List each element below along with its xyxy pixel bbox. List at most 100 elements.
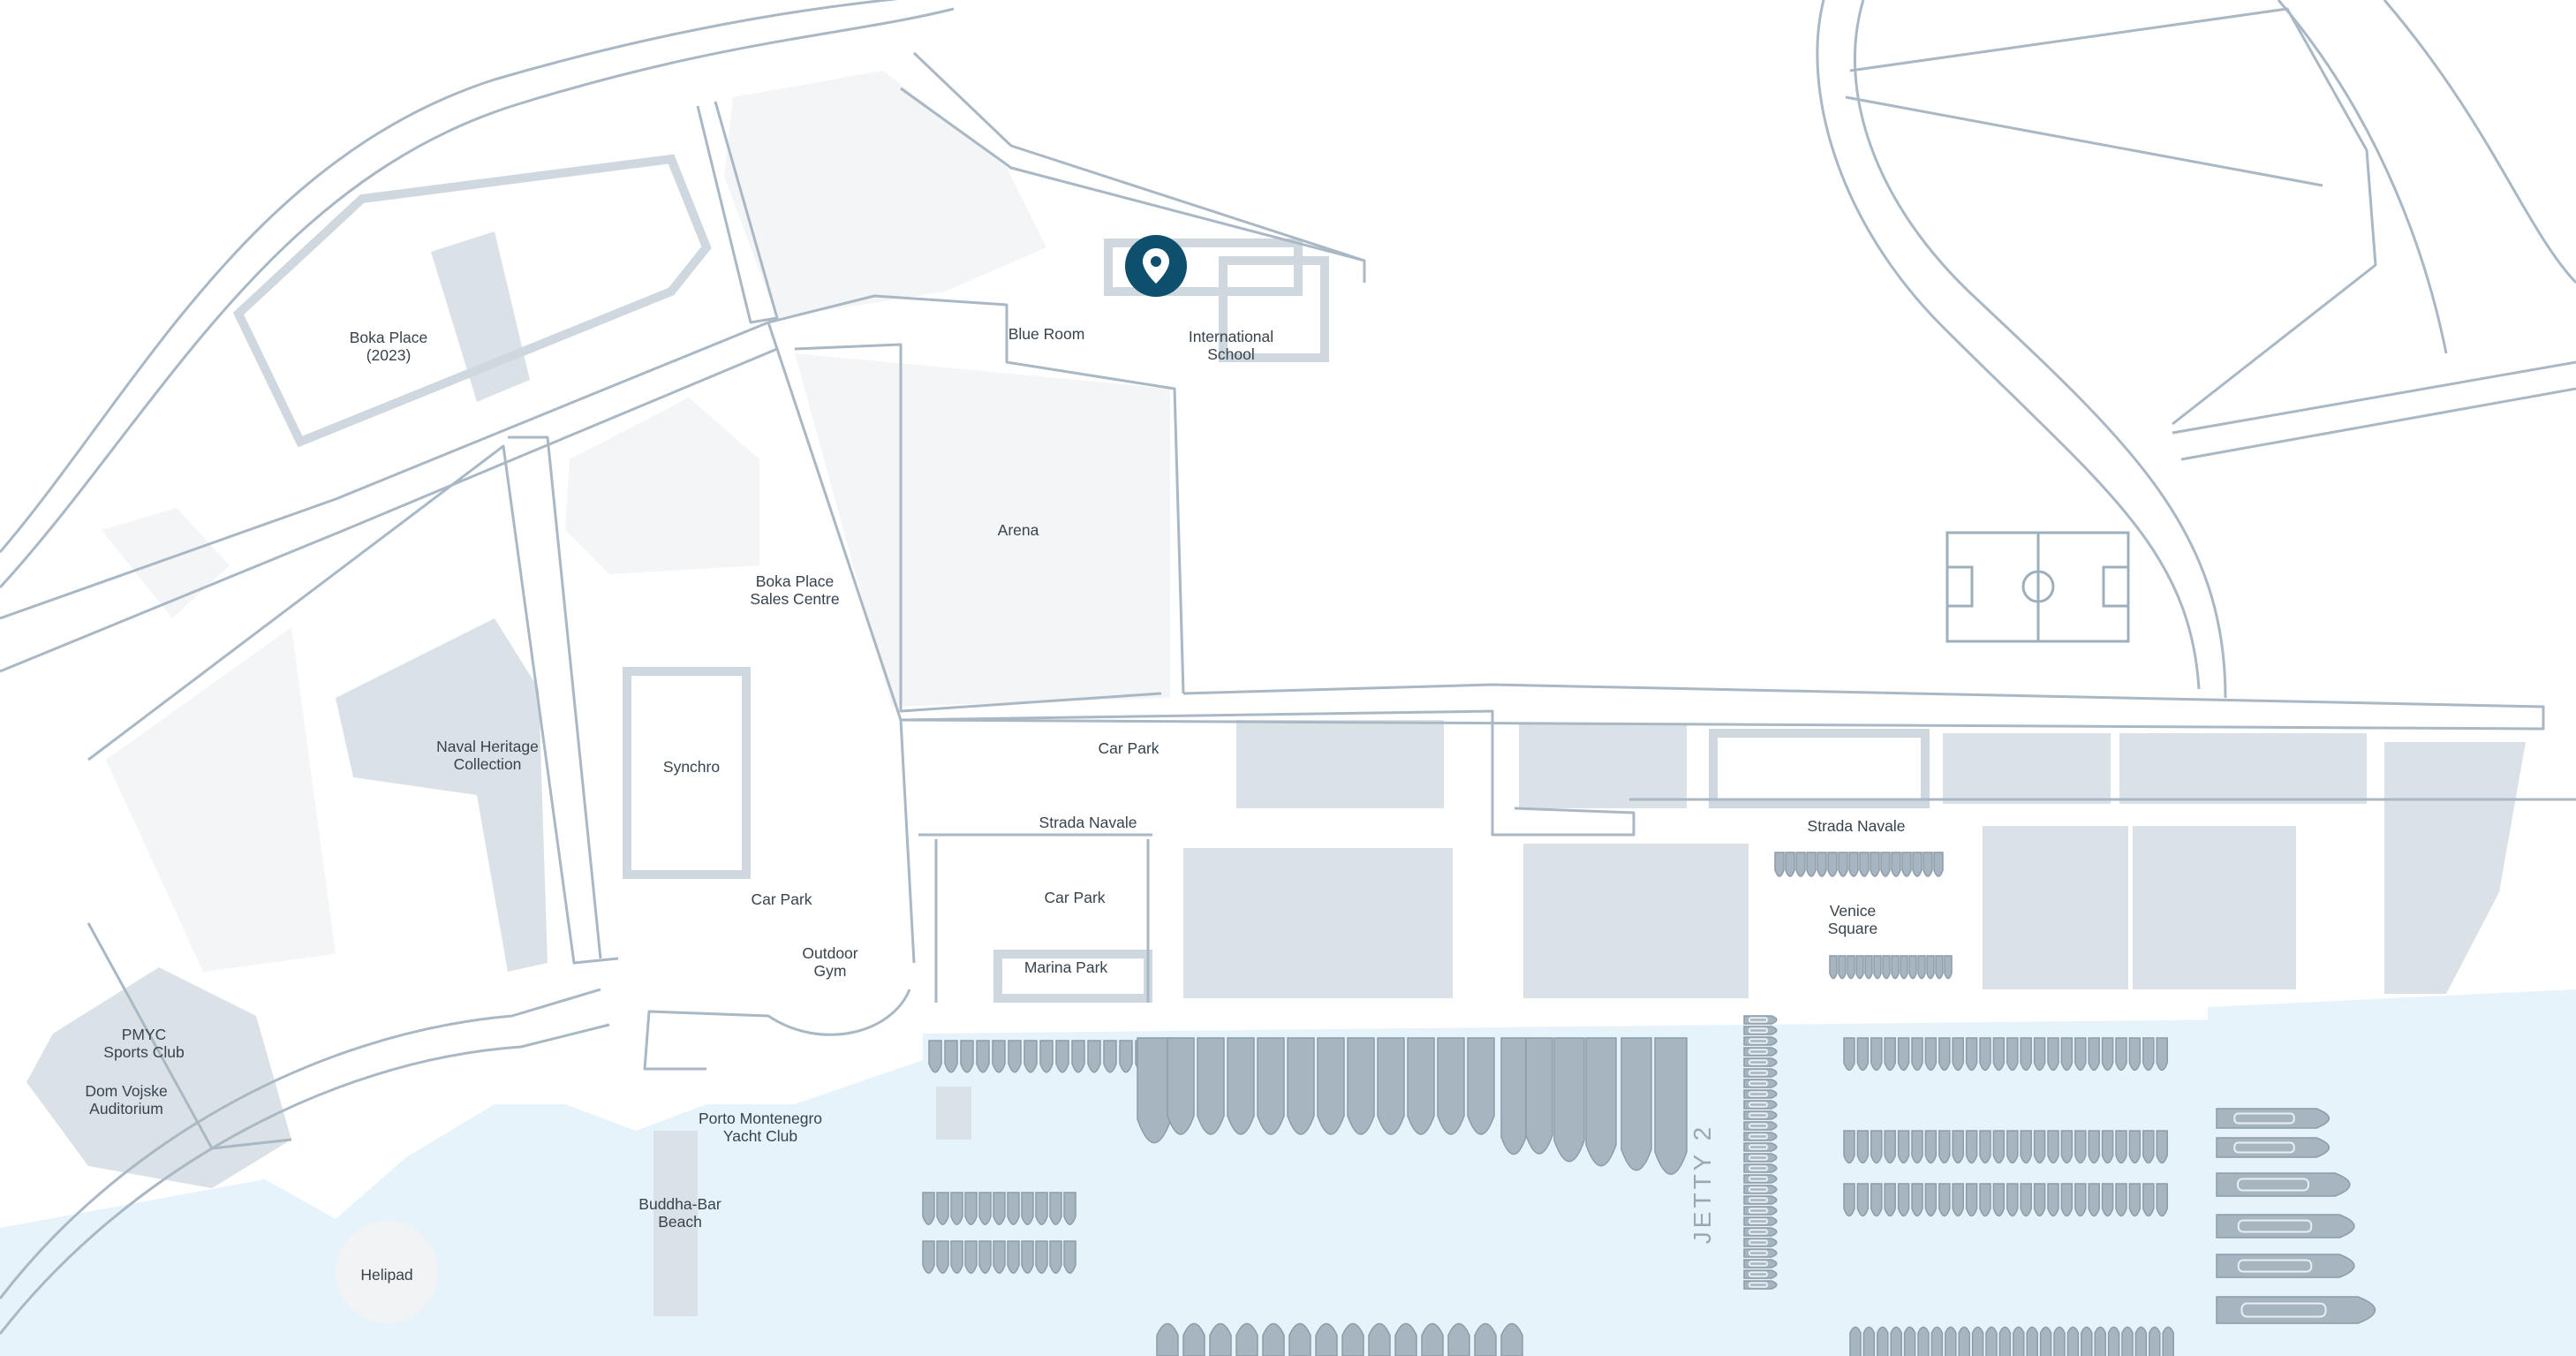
label-international-school: International School [1188, 328, 1274, 363]
boat [1838, 852, 1848, 877]
boat [1855, 955, 1864, 980]
boat [1952, 1037, 1964, 1072]
boat [2216, 1254, 2355, 1278]
label-outdoor-gym: Outdoor Gym [802, 944, 858, 980]
boat [1965, 1183, 1978, 1217]
boat [1856, 1037, 1870, 1072]
boat [1806, 852, 1817, 877]
boat [1935, 955, 1944, 980]
boat [1992, 1130, 2006, 1164]
boat [1063, 1240, 1076, 1274]
boat [1227, 1037, 1255, 1135]
boat [1958, 1326, 1970, 1356]
boat-deck [1749, 1059, 1768, 1065]
boat [2074, 1130, 2087, 1164]
boat [1856, 1183, 1870, 1217]
boat [1421, 1322, 1444, 1356]
boat [2156, 1130, 2168, 1164]
boat [2115, 1183, 2127, 1217]
boat [2020, 1130, 2032, 1164]
boat [1870, 852, 1880, 877]
boat [2128, 1130, 2142, 1164]
label-helipad: Helipad [360, 1266, 413, 1284]
boat [2121, 1326, 2134, 1356]
boat [1654, 1037, 1688, 1175]
boat [1891, 852, 1901, 877]
label-buddha-bar-beach: Buddha-Bar Beach [638, 1195, 721, 1231]
boat [1035, 1192, 1048, 1225]
label-arena: Arena [997, 521, 1039, 539]
boat-deck [1749, 1229, 1768, 1235]
boat [1087, 1040, 1101, 1073]
boat [1035, 1240, 1048, 1274]
boat [1347, 1037, 1375, 1135]
boat [1257, 1037, 1285, 1135]
boat [1903, 1326, 1916, 1356]
label-venice-square: Venice Square [1827, 902, 1878, 937]
boat [1137, 1037, 1172, 1144]
boat [2074, 1183, 2087, 1217]
boat [2033, 1130, 2046, 1164]
boat [1870, 1130, 1883, 1164]
boat [1985, 1326, 1998, 1356]
boat-deck [1749, 1017, 1768, 1023]
boat-deck [1749, 1271, 1768, 1277]
boat [2013, 1326, 2025, 1356]
boat [1952, 1183, 1964, 1217]
boat [1965, 1037, 1978, 1072]
boat [960, 1040, 974, 1073]
label-strada-navale-west: Strada Navale [1039, 814, 1137, 831]
boat [1992, 1183, 2006, 1217]
boat [1262, 1322, 1285, 1356]
boat [2020, 1037, 2032, 1072]
boat [1795, 852, 1806, 877]
boat [2115, 1037, 2127, 1072]
label-boka-place: Boka Place (2023) [349, 329, 428, 364]
boat-deck [1749, 1218, 1768, 1224]
boat [2216, 1137, 2330, 1158]
boat [1500, 1037, 1527, 1155]
boat [1843, 1037, 1855, 1072]
boat [2134, 1326, 2148, 1356]
boat [1979, 1130, 1991, 1164]
label-porto-montenegro-yacht-club: Porto Montenegro Yacht Club [698, 1110, 823, 1145]
boat [1884, 1130, 1896, 1164]
boat [2060, 1130, 2074, 1164]
boat [1063, 1192, 1076, 1225]
boat [2101, 1037, 2114, 1072]
boat [2115, 1130, 2127, 1164]
boat [1008, 1040, 1022, 1073]
boat [1467, 1037, 1495, 1135]
boat [1979, 1037, 1991, 1072]
boat [1377, 1037, 1405, 1135]
boat [2149, 1326, 2161, 1356]
boat [2033, 1037, 2046, 1072]
boat-deck [1749, 1102, 1768, 1108]
label-pmyc-sports-club: PMYC Sports Club [103, 1026, 185, 1061]
boat [1553, 1037, 1585, 1163]
boat [2020, 1183, 2032, 1217]
boat [2074, 1037, 2087, 1072]
boat [1049, 1240, 1062, 1274]
boat [1843, 1130, 1855, 1164]
boat [1774, 852, 1785, 877]
boat [1167, 1037, 1195, 1135]
football-pitch [1945, 531, 2130, 643]
boat [2060, 1037, 2074, 1072]
boat [1911, 1183, 1923, 1217]
land-areas [102, 71, 1170, 972]
boat [2047, 1183, 2059, 1217]
boat [1182, 1322, 1205, 1356]
boat-deck [1749, 1282, 1768, 1288]
boat [1856, 1130, 1870, 1164]
boat [1877, 1326, 1889, 1356]
boat [1525, 1037, 1553, 1155]
label-dom-vojske-auditorium: Dom Vojske Auditorium [85, 1082, 168, 1117]
boat [2142, 1183, 2155, 1217]
boat [2128, 1037, 2142, 1072]
boat [1890, 1326, 1902, 1356]
location-pin-icon[interactable] [1125, 235, 1187, 297]
boat [1288, 1322, 1311, 1356]
